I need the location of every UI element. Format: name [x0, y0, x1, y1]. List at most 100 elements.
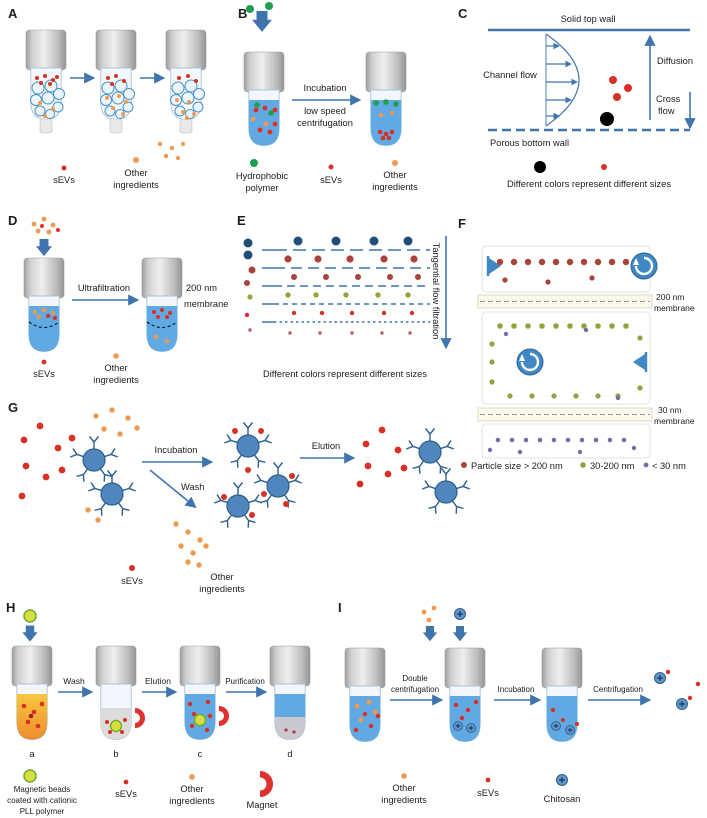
tube-b: [95, 645, 143, 740]
tube-b-label: b: [113, 749, 118, 759]
ingredient-dots: [378, 110, 395, 118]
legend-other-label-1: Other: [180, 784, 203, 794]
low-speed-label-2: centrifugation: [297, 118, 353, 128]
legend-beads-label-1: Magnetic beads: [14, 785, 70, 794]
antibody-bead-icon: [421, 467, 471, 515]
legend-magnetic-bead-icon: [23, 769, 37, 783]
sample-dots: [31, 216, 60, 235]
legend-sevs-label: sEVs: [320, 175, 342, 185]
tff-label: Tangential flow filtration: [431, 243, 441, 340]
panel-i: I Double centrifugation Incubation: [338, 600, 701, 805]
wash-label: Wash: [63, 676, 85, 686]
antibody-bead-icon: [87, 469, 137, 517]
captured-sev-dots: [221, 428, 295, 518]
legend-polymer-label-2: polymer: [245, 183, 278, 193]
magnet-icon: [219, 709, 227, 724]
washed-ingredient-dots: [173, 521, 209, 568]
added-ingredient-dots: [421, 605, 437, 623]
add-arrow-icon: [452, 626, 468, 642]
size-sample-dots: [243, 238, 256, 332]
panel-e-caption: Different colors represent different siz…: [263, 369, 427, 379]
polymer-dot: [265, 2, 273, 10]
magnet-icon: [135, 711, 143, 726]
centrifugation-label: Centrifugation: [593, 685, 643, 694]
panel-b-label: B: [238, 6, 247, 21]
liquid: [146, 306, 178, 352]
medium-particle-dots: [489, 323, 643, 399]
filter-bubbles: [30, 79, 65, 119]
legend-magnet-icon: [260, 774, 270, 794]
tube-d-label: d: [287, 749, 292, 759]
membrane-label-2: membrane: [184, 299, 228, 309]
eluted-sev-dots: [356, 426, 408, 488]
ingredient-dots: [153, 334, 170, 344]
elution-label: Elution: [145, 676, 171, 686]
legend-beads-label-3: PLL polymer: [20, 807, 65, 816]
panel-d: D Ultrafiltration 200 nm membrane s: [8, 213, 228, 385]
size-caption-1: Particle size > 200 nm: [471, 461, 563, 471]
legend-sevs-label: sEVs: [53, 175, 75, 185]
legend-other-dot: [133, 157, 139, 163]
legend-other-label-2: ingredients: [169, 796, 215, 806]
double-centrifugation-label-2: centrifugation: [391, 685, 439, 694]
solid-top-wall-label: Solid top wall: [561, 14, 616, 24]
panel-g-label: G: [8, 400, 18, 415]
sev-dot: [575, 722, 579, 726]
magnetic-bead-icon: [193, 713, 207, 727]
sev-dots: [105, 718, 127, 734]
wash-arrow: [149, 469, 197, 509]
sev-dot: [695, 681, 701, 687]
tube-mixed: [243, 51, 285, 146]
legend-sev-dot: [328, 164, 334, 170]
legend-sevs-label: sEVs: [121, 576, 143, 586]
add-arrow-icon: [252, 11, 272, 32]
flow-profile-curve: [545, 33, 580, 127]
tube-d: [269, 645, 311, 740]
diffusion-label: Diffusion: [657, 56, 693, 66]
sev-dots: [46, 314, 57, 320]
sev-dots: [253, 105, 278, 135]
panel-h-label: H: [6, 600, 15, 615]
panel-g: G Incubation Wash Elution sEVs Other ing…: [8, 400, 471, 594]
inlet-valve-icon: [486, 256, 501, 276]
legend-polymer-label-1: Hydrophobic: [236, 171, 289, 181]
add-arrow-icon: [22, 625, 38, 642]
size-caption-2: 30-200 nm: [590, 461, 635, 471]
sev-dots: [353, 711, 381, 733]
sev-dots: [21, 701, 45, 729]
magnetic-bead-icon: [23, 609, 37, 623]
legend-magnet-label: Magnet: [246, 800, 277, 810]
tube-1: [344, 647, 386, 742]
wash-label: Wash: [181, 482, 204, 492]
liquid: [349, 696, 381, 742]
panel-h: H a Wash b Elution c Purific: [6, 600, 311, 816]
sev-dots: [187, 699, 213, 733]
legend-sevs-label: sEVs: [477, 788, 499, 798]
chitosan-icon: [675, 697, 689, 711]
legend-other-label-2: ingredients: [381, 795, 427, 805]
membrane-line: [28, 321, 60, 329]
dark-dot: [28, 713, 34, 719]
tube-2: [444, 647, 486, 742]
particle-rows: [284, 236, 421, 335]
magnetic-bead-icon: [109, 719, 123, 733]
spin-tube-2: [95, 29, 137, 134]
legend-other-label-2: ingredients: [199, 584, 245, 594]
size-example-small-dot: [601, 164, 607, 170]
tube-c-label: c: [198, 749, 203, 759]
tube-separated: [365, 51, 407, 146]
chitosan-icon: [564, 724, 576, 736]
sev-dots: [106, 74, 126, 86]
liquid: [370, 100, 402, 146]
legend-other-label-1: Other: [124, 168, 147, 178]
filtration-lines: [262, 249, 430, 323]
legend-small-dot: [643, 462, 649, 468]
tube-icon: [95, 29, 137, 134]
panel-e-label: E: [237, 213, 246, 228]
incubation-label: Incubation: [304, 83, 347, 93]
legend-large-dot: [461, 462, 467, 468]
legend-other-dot: [392, 160, 398, 166]
legend-sevs-label: sEVs: [33, 369, 55, 379]
sev-dots: [35, 74, 59, 86]
